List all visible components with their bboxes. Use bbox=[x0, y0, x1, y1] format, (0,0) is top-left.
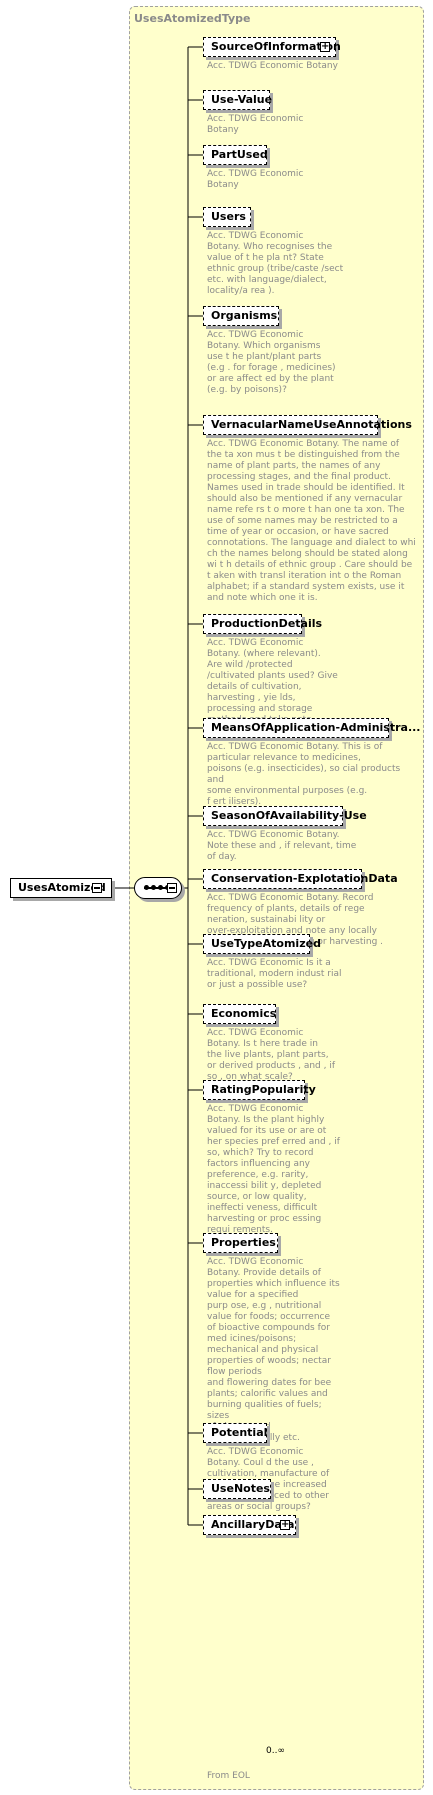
complex-type-box bbox=[129, 6, 424, 1790]
element-label: Use-Value bbox=[211, 93, 273, 106]
from-label: From EOL bbox=[207, 1771, 250, 1781]
cardinality-label: 0..∞ bbox=[266, 1746, 285, 1756]
element-label: VernacularNameUseAnnotations bbox=[211, 418, 412, 431]
element-annotation: Acc. TDWG Economic Botany bbox=[207, 169, 304, 190]
element-meansofapplication-administra[interactable]: MeansOfApplication-Administra... bbox=[203, 718, 420, 738]
element-annotation: Acc. TDWG Economic Botany. Who recognise… bbox=[207, 231, 344, 296]
element-label: Potential bbox=[211, 1426, 268, 1439]
element-label: SourceOfInformation bbox=[211, 40, 341, 53]
element-potential[interactable]: Potential bbox=[203, 1423, 267, 1443]
element-label: RatingPopularity bbox=[211, 1083, 316, 1096]
element-annotation: Acc. TDWG Economic Botany bbox=[207, 114, 304, 135]
sequence-compositor[interactable] bbox=[134, 877, 182, 899]
element-usetypeatomized[interactable]: UseTypeAtomized bbox=[203, 934, 321, 954]
element-productiondetails[interactable]: ProductionDetails bbox=[203, 614, 322, 634]
element-properties[interactable]: Properties bbox=[203, 1233, 278, 1253]
type-name: UsesAtomizedType bbox=[134, 12, 251, 25]
element-label: UseTypeAtomized bbox=[211, 937, 321, 950]
element-annotation: Acc. TDWG Economic Is it a traditional, … bbox=[207, 958, 342, 990]
root-element-uses-atomized[interactable]: UsesAtomized bbox=[10, 878, 112, 898]
element-usenotes[interactable]: UseNotes bbox=[203, 1479, 271, 1499]
element-organisms[interactable]: Organisms bbox=[203, 306, 279, 326]
element-label: Economics bbox=[211, 1007, 277, 1020]
element-annotation: Acc. TDWG Economic Botany bbox=[207, 61, 338, 71]
element-users[interactable]: Users bbox=[203, 207, 251, 227]
element-partused[interactable]: PartUsed bbox=[203, 145, 268, 165]
element-label: Users bbox=[211, 210, 246, 223]
element-annotation: Acc. TDWG Economic Botany. Provide detai… bbox=[207, 1257, 340, 1443]
element-label: SeasonOfAvailability-Use bbox=[211, 809, 367, 822]
element-seasonofavailability-use[interactable]: SeasonOfAvailability-Use bbox=[203, 806, 367, 826]
element-conservation-explotationdata[interactable]: Conservation-ExplotationData bbox=[203, 869, 398, 889]
element-vernacularnameuseannotations[interactable]: VernacularNameUseAnnotations bbox=[203, 415, 412, 435]
element-annotation: Acc. TDWG Economic Botany. Is the plant … bbox=[207, 1104, 340, 1235]
element-economics[interactable]: Economics bbox=[203, 1004, 276, 1024]
expand-icon[interactable]: + bbox=[320, 41, 330, 52]
collapse-icon[interactable] bbox=[92, 883, 102, 893]
element-label: ProductionDetails bbox=[211, 617, 323, 630]
element-label: UseNotes bbox=[211, 1482, 270, 1495]
element-label: MeansOfApplication-Administra... bbox=[211, 721, 421, 734]
element-ancillarydata[interactable]: AncillaryData+ bbox=[203, 1515, 296, 1535]
element-label: AncillaryData bbox=[211, 1518, 295, 1531]
element-annotation: Acc. TDWG Economic Botany. Which organis… bbox=[207, 330, 336, 395]
element-label: Organisms bbox=[211, 309, 278, 322]
element-annotation: Acc. TDWG Economic Botany. Is t here tra… bbox=[207, 1028, 336, 1082]
element-sourceofinformation[interactable]: SourceOfInformation+ bbox=[203, 37, 341, 57]
sequence-collapse-icon[interactable] bbox=[167, 883, 177, 893]
expand-icon[interactable]: + bbox=[280, 1519, 290, 1530]
element-use-value[interactable]: Use-Value bbox=[203, 90, 273, 110]
element-ratingpopularity[interactable]: RatingPopularity bbox=[203, 1080, 316, 1100]
element-annotation: Acc. TDWG Economic Botany. Note these an… bbox=[207, 830, 357, 862]
root-element-label: UsesAtomized bbox=[18, 881, 106, 894]
element-label: Conservation-ExplotationData bbox=[211, 872, 398, 885]
element-label: PartUsed bbox=[211, 148, 268, 161]
element-annotation: Acc. TDWG Economic Botany. The name of t… bbox=[207, 439, 416, 603]
element-annotation: Acc. TDWG Economic Botany. This is of pa… bbox=[207, 742, 401, 807]
element-label: Properties bbox=[211, 1236, 276, 1249]
